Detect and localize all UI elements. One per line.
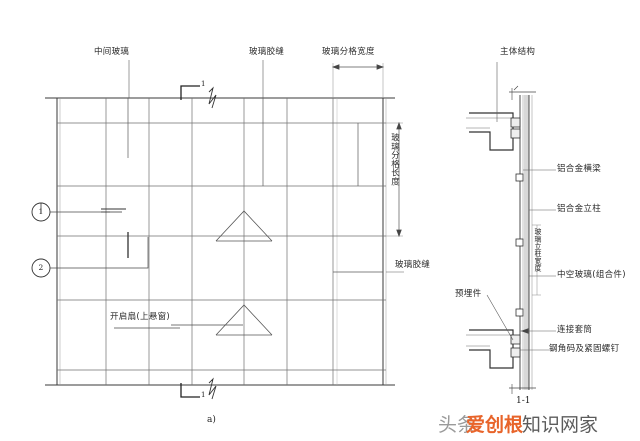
label-glass-panel-width: 玻璃分格宽度 <box>322 47 375 57</box>
label-aluminum-transom: 铝合金横梁 <box>557 164 602 174</box>
watermark: 头条 爱创根 知识网家 <box>438 406 638 436</box>
label-main-structure: 主体结构 <box>500 47 536 57</box>
label-column-width: 玻璃立柱宽度 <box>534 228 542 272</box>
section-drawing <box>466 62 556 394</box>
watermark-gray-suffix: 知识网家 <box>522 414 599 436</box>
figure-caption-elevation: a) <box>207 415 216 425</box>
label-glass-sealant-right: 玻璃胶缝 <box>395 260 431 270</box>
callout-number-1: 1 <box>38 207 44 216</box>
figure-caption-section: 1-1 <box>516 396 531 406</box>
watermark-gray-prefix: 头条 <box>438 414 477 436</box>
label-insulating-glass: 中空玻璃(组合件) <box>557 270 626 280</box>
label-opening-sash: 开启扇(上悬窗) <box>110 312 171 322</box>
label-aluminum-mullion: 铝合金立柱 <box>557 204 602 214</box>
elevation-drawing <box>31 60 404 400</box>
section-marker-top: 1 <box>201 80 206 88</box>
label-middle-glass: 中间玻璃 <box>94 47 130 57</box>
label-glass-sealant-top: 玻璃胶缝 <box>249 47 285 57</box>
section-marker-bottom: 1 <box>201 391 206 399</box>
label-embedded-part: 预埋件 <box>455 289 482 299</box>
callout-number-2: 2 <box>38 263 44 272</box>
label-glass-panel-length: 玻璃分格长度 <box>389 133 400 186</box>
watermark-orange-text: 爱创根 <box>466 414 524 436</box>
label-connecting-sleeve: 连接套筒 <box>557 325 593 335</box>
label-steel-angle-bolt: 钢角码及紧固螺钉 <box>549 344 620 354</box>
